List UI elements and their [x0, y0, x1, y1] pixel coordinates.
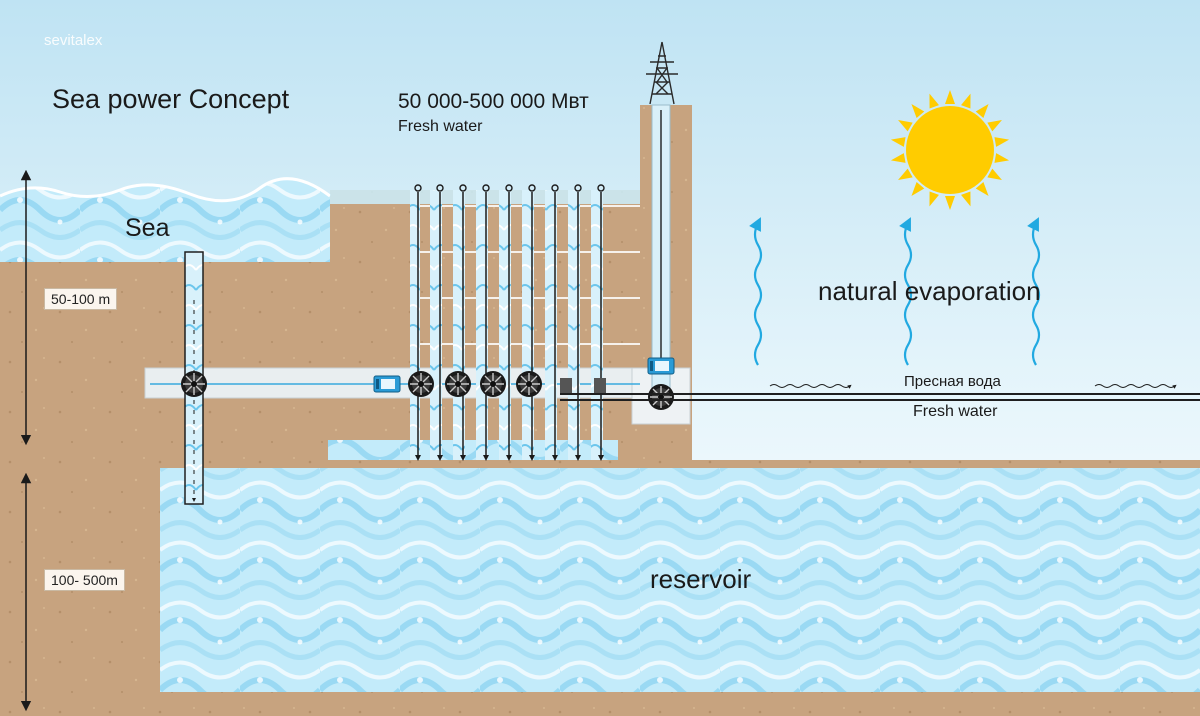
page-title: Sea power Concept — [52, 84, 290, 114]
depth-upper-label: 50-100 m — [44, 288, 118, 310]
power-range-label: 50 000-500 000 Мвт — [398, 90, 589, 113]
fresh-water-en-label: Fresh water — [913, 403, 998, 420]
watermark: sevitalex — [44, 32, 103, 49]
evaporation-label: natural evaporation — [818, 276, 1041, 306]
evaporation-arrow-icon — [749, 217, 1041, 366]
fresh-water-ru-label: Пресная вода — [904, 373, 1001, 390]
depth-lower-label: 100- 500m — [44, 569, 125, 591]
transmission-tower-icon — [646, 41, 678, 105]
reservoir-label: reservoir — [650, 564, 752, 594]
sun-icon — [890, 90, 1010, 210]
fresh-water-top-label: Fresh water — [398, 118, 483, 135]
sea-label: Sea — [125, 214, 170, 242]
